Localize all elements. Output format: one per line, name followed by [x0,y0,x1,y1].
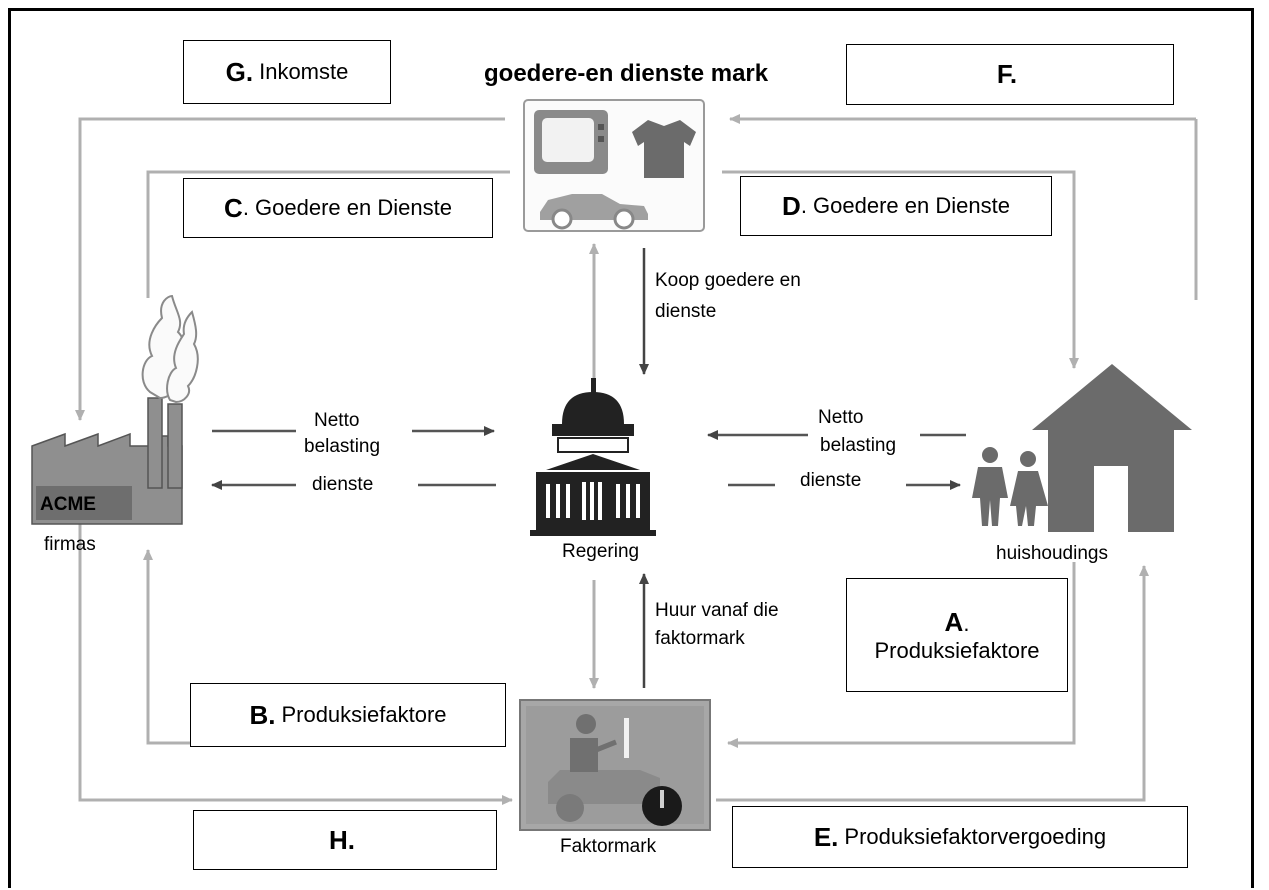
box-a-text: Produksiefaktore [874,637,1040,663]
box-f: F. [846,44,1174,105]
flow-c-goedere [146,170,510,298]
box-d-letter: D [782,190,801,221]
label-right-belasting: belasting [820,435,897,456]
label-faktormark: Faktormark [560,836,657,857]
box-d-goedere-en-dienste: D . Goedere en Dienste [740,176,1052,236]
diagram-title: goedere-en dienste mark [484,60,769,87]
box-c-goedere-en-dienste: C . Goedere en Dienste [183,178,493,238]
box-c-text: . Goedere en Dienste [242,195,452,220]
box-a-produksiefaktore: A. Produksiefaktore [846,578,1068,692]
flow-d-goedere [722,170,1079,369]
label-koop-line1: Koop goedere en [655,270,801,291]
box-e-produksiefaktorvergoeding: E. Produksiefaktorvergoeding [732,806,1188,868]
label-left-netto: Netto [314,410,360,431]
box-d-text: . Goedere en Dienste [800,193,1010,218]
factor-market-icon [519,699,711,831]
box-f-letter: F. [996,59,1018,89]
flow-a-produksiefaktore [727,562,1076,748]
box-h: H. [193,810,497,870]
box-h-letter: H. [329,824,355,855]
box-a-dot: . [963,610,970,636]
label-koop-line2: dienste [655,301,717,322]
box-b-produksiefaktore: B. Produksiefaktore [190,683,506,747]
box-e-text: Produksiefaktorvergoeding [844,824,1107,849]
label-huur-line2: faktormark [655,628,745,649]
flow-f [730,119,1198,300]
factory-icon [31,294,199,525]
box-g-letter: G. [225,56,254,87]
label-right-dienste: dienste [800,470,862,491]
label-huur-faktormark: Huur vanaf die faktormark [655,598,779,651]
label-left-dienste: dienste [312,474,374,495]
goods-market-icon [523,99,705,232]
diagram-frame [8,8,1254,888]
box-b-letter: B. [249,699,276,730]
box-c-letter: C [224,192,243,223]
label-koop-goedere: Koop goedere en dienste [655,268,801,324]
label-huur-line1: Huur vanaf die [655,600,779,621]
flow-e-vergoeding [716,565,1149,802]
household-icon [972,364,1192,532]
label-regering: Regering [562,541,640,562]
government-building-icon [530,378,656,536]
label-acme: ACME [40,494,96,515]
label-left-belasting: belasting [304,436,381,457]
box-e-letter: E. [813,821,839,852]
label-firmas: firmas [44,534,96,555]
flow-h [78,500,513,805]
box-a-letter: A [944,606,964,637]
label-huishoudings: huishoudings [996,543,1108,564]
box-b-text: Produksiefaktore [281,702,447,727]
label-right-netto: Netto [818,407,864,428]
box-g-text: Inkomste [259,59,349,84]
box-g-inkomste: G. Inkomste [183,40,391,104]
flow-g-inkomste [75,117,505,421]
